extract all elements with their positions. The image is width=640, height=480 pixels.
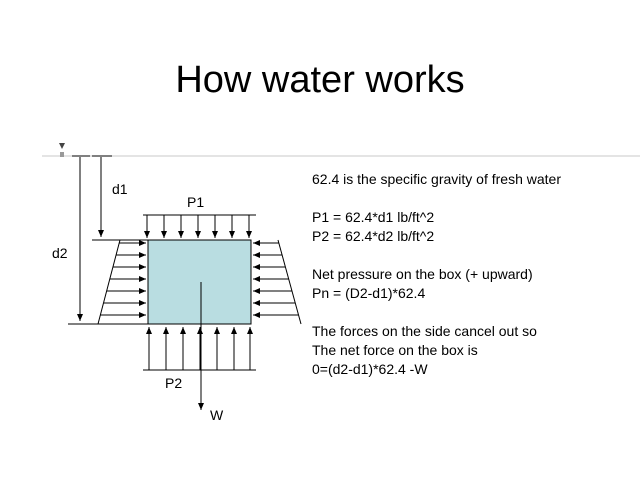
notes-line: 62.4 is the specific gravity of fresh wa…: [312, 171, 561, 187]
right-side-pressure-arrows: [253, 240, 299, 318]
left-pressure-envelope: [97, 239, 121, 325]
right-pressure-envelope: [277, 239, 302, 325]
submerged-box: [147, 239, 252, 325]
notes-line: P2 = 62.4*d2 lb/ft^2: [312, 228, 435, 244]
notes-spacer: [312, 189, 561, 208]
w-label: W: [210, 407, 224, 423]
notes-line: P1 = 62.4*d1 lb/ft^2: [312, 209, 435, 225]
p1-pressure-arrows: [144, 215, 252, 238]
left-side-pressure-arrows: [100, 240, 146, 318]
notes-line: The forces on the side cancel out so: [312, 323, 537, 339]
notes-spacer: [312, 246, 561, 265]
notes-line: Pn = (D2-d1)*62.4: [312, 285, 426, 301]
d1-label: d1: [112, 181, 128, 197]
notes-line: The net force on the box is: [312, 342, 478, 358]
notes-line: Net pressure on the box (+ upward): [312, 266, 533, 282]
p2-label: P2: [165, 375, 182, 391]
slide-title: How water works: [175, 59, 465, 101]
notes-panel: 62.4 is the specific gravity of fresh wa…: [312, 170, 561, 379]
d2-label: d2: [52, 245, 68, 261]
notes-spacer: [312, 303, 561, 322]
water-level-marker-base: [60, 152, 64, 157]
p2-pressure-arrows: [146, 327, 253, 370]
water-level-marker-icon: [59, 143, 65, 149]
notes-line: 0=(d2-d1)*62.4 -W: [312, 361, 428, 377]
p1-label: P1: [187, 194, 204, 210]
